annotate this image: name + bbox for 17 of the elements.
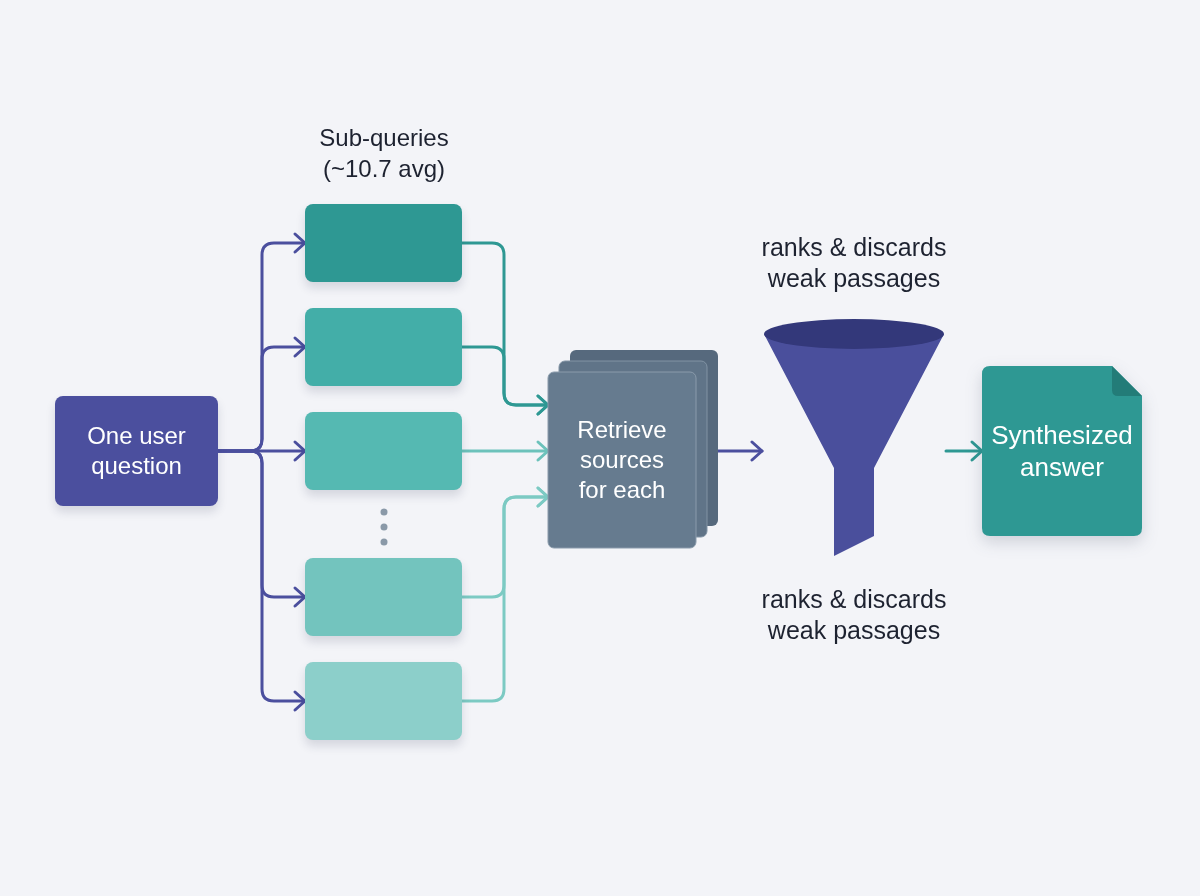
query-box — [305, 308, 462, 386]
arrow — [216, 449, 307, 712]
query-box — [305, 204, 462, 282]
caption-text: ranks & discards weak passages — [760, 584, 948, 646]
funnel-shape — [762, 318, 946, 558]
arrow — [460, 440, 550, 462]
arrow — [460, 486, 550, 703]
arrow — [716, 440, 764, 462]
query-box — [305, 412, 462, 490]
column-heading: Sub-queries (~10.7 avg) — [318, 123, 450, 184]
caption-text: ranks & discards weak passages — [760, 232, 948, 294]
process-box: One user question — [55, 396, 218, 506]
document-shape: Synthesized answer — [982, 366, 1142, 536]
query-box — [305, 558, 462, 636]
query-box — [305, 662, 462, 740]
arrow — [944, 440, 984, 462]
arrow — [460, 345, 550, 416]
